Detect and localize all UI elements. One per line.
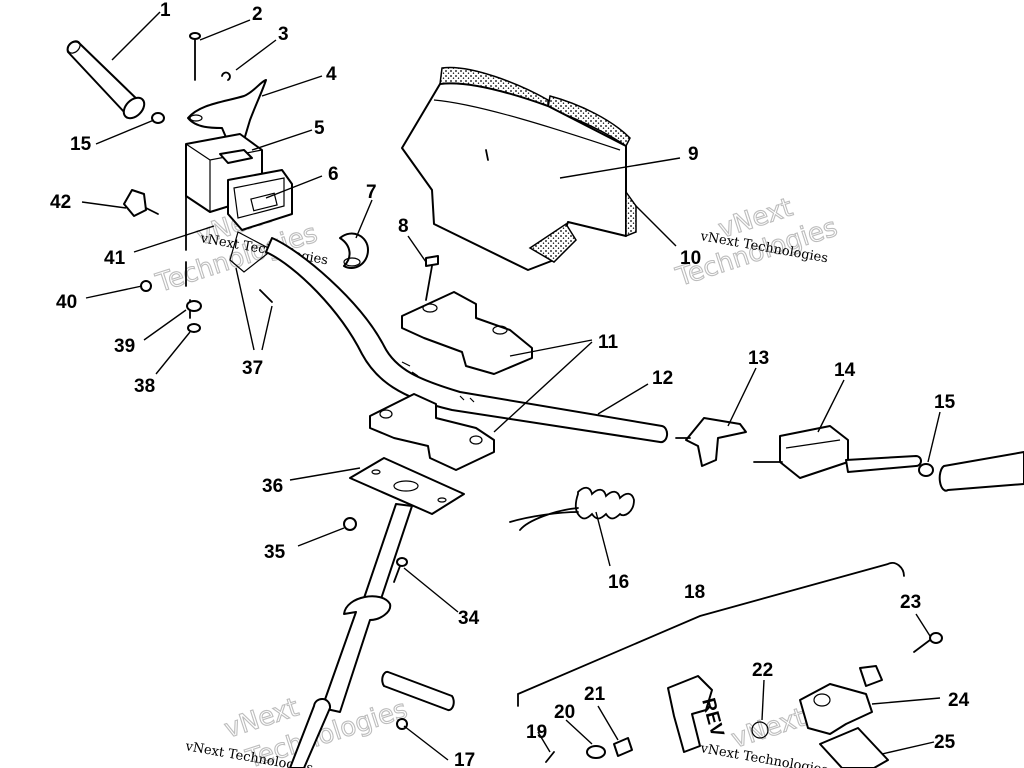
part-12-handlebar (265, 237, 669, 444)
callout-36: 36 (262, 476, 283, 497)
callout-16: 16 (608, 572, 629, 593)
part-13-brake-bracket (675, 417, 747, 467)
part-15-grommet-left (151, 112, 165, 124)
callout-34: 34 (458, 608, 480, 629)
callout-42: 42 (50, 192, 71, 213)
callout-7: 7 (366, 182, 377, 203)
callout-17: 17 (454, 750, 475, 768)
callout-11: 11 (598, 332, 619, 353)
callout-15-left: 15 (70, 134, 92, 155)
part-3-clip (221, 71, 231, 81)
leader-lines (81, 11, 941, 761)
callout-24: 24 (948, 690, 970, 711)
callout-25: 25 (934, 732, 956, 753)
rev-lever-text: REV (697, 696, 727, 739)
part-39-washer (186, 300, 202, 312)
part-right-grip (938, 451, 1024, 492)
callout-1: 1 (160, 0, 171, 21)
part-4-throttle-lever (187, 79, 267, 143)
callout-41: 41 (104, 248, 126, 269)
part-7-clamp (339, 232, 369, 269)
part-11-upper-clamp (401, 291, 533, 375)
part-14-master-cylinder (753, 425, 922, 479)
group-18-brace (517, 562, 905, 707)
callout-21: 21 (584, 684, 606, 705)
callout-8: 8 (398, 216, 409, 237)
callout-2: 2 (252, 4, 263, 25)
part-9-handlebar-pad (401, 66, 637, 271)
callout-38: 38 (134, 376, 155, 397)
callout-4: 4 (326, 64, 337, 85)
callout-18: 18 (684, 582, 705, 603)
reverse-assembly: REV (545, 632, 943, 768)
part-40-nut (140, 280, 152, 292)
callout-40: 40 (56, 292, 77, 313)
watermark-outline-word-7: vNext (728, 703, 810, 755)
callout-labels: 1 2 3 4 5 6 7 8 9 10 11 12 13 14 15 15 1… (50, 0, 970, 768)
callout-20: 20 (554, 702, 575, 723)
part-38-washer (187, 323, 201, 333)
part-1-grip (66, 40, 146, 120)
callout-37: 37 (242, 358, 263, 379)
part-35-nut (343, 517, 357, 531)
callout-22: 22 (752, 660, 773, 681)
steering-column (289, 503, 413, 768)
part-8-bolt (425, 255, 439, 301)
callout-35: 35 (264, 542, 286, 563)
part-15-grommet-right (918, 463, 934, 477)
part-6-switch-housing (227, 169, 293, 231)
callout-14: 14 (834, 360, 856, 381)
callout-39: 39 (114, 336, 135, 357)
callout-19: 19 (526, 722, 547, 743)
callout-3: 3 (278, 24, 289, 45)
watermark-group: vNext Technologies vNext Technologies vN… (151, 192, 841, 768)
part-2-pin (189, 32, 201, 81)
callout-5: 5 (314, 118, 325, 139)
part-4-pivot (189, 114, 203, 122)
part-36-mount-plate (349, 457, 465, 515)
callout-6: 6 (328, 164, 339, 185)
part-42-switch (123, 189, 159, 217)
callout-13: 13 (748, 348, 769, 369)
callout-9: 9 (688, 144, 699, 165)
part-16-heater-coil (509, 486, 635, 531)
callout-23: 23 (900, 592, 921, 613)
part-34-screw (393, 557, 408, 583)
callout-10: 10 (680, 248, 701, 269)
part-11-lower-clamp (369, 393, 495, 471)
callout-12: 12 (652, 368, 673, 389)
callout-15-right: 15 (934, 392, 956, 413)
